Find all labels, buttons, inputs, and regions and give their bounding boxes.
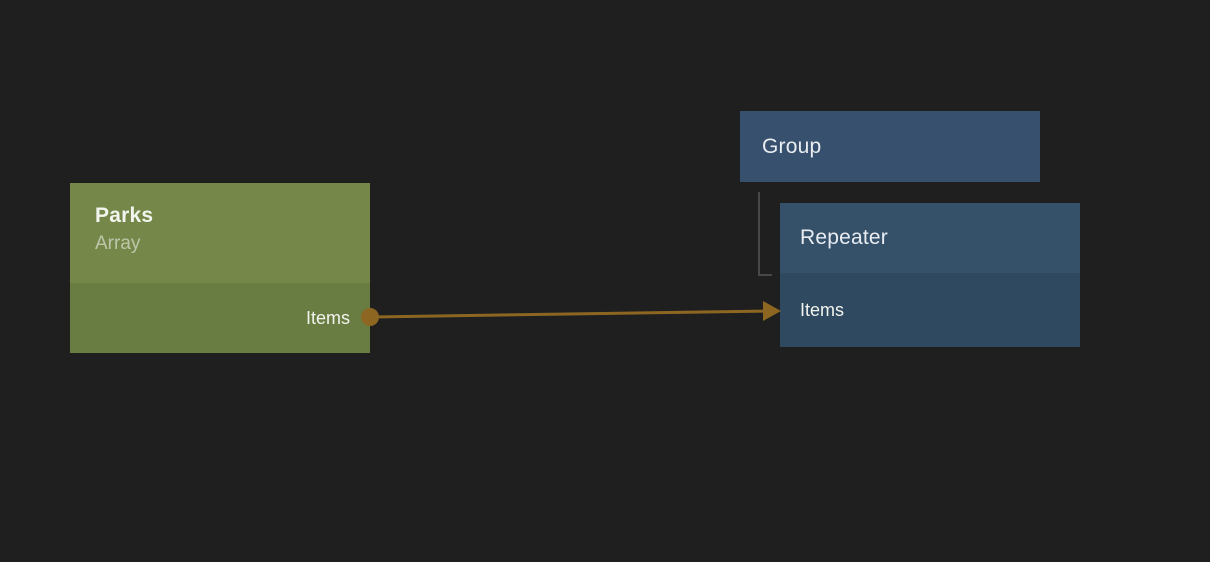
node-repeater-header[interactable]: Repeater [780, 203, 1080, 273]
node-parks-title: Parks [95, 204, 154, 227]
hierarchy-connector-vertical-line [758, 192, 760, 276]
node-parks[interactable]: Parks Array Items [70, 183, 370, 353]
output-port-dot[interactable] [361, 308, 379, 326]
node-repeater-input-port-label: Items [800, 299, 845, 320]
node-group[interactable]: Group [740, 111, 1040, 182]
node-parks-output-port-label: Items [305, 307, 350, 328]
node-parks-header[interactable]: Parks Array [70, 183, 370, 283]
connection-wire[interactable] [369, 309, 769, 319]
node-repeater[interactable]: Repeater Items [780, 203, 1080, 347]
node-group-title: Group [762, 134, 822, 158]
connection-parks-items-to-repeater-items[interactable] [361, 301, 781, 326]
node-repeater-title: Repeater [800, 226, 888, 249]
connection-arrowhead-icon [763, 301, 781, 321]
hierarchy-connector-horizontal-line [758, 274, 772, 276]
node-parks-output-row-items[interactable]: Items [70, 283, 370, 353]
node-repeater-input-row-items[interactable]: Items [780, 273, 1080, 347]
node-parks-type-label: Array [95, 233, 141, 254]
